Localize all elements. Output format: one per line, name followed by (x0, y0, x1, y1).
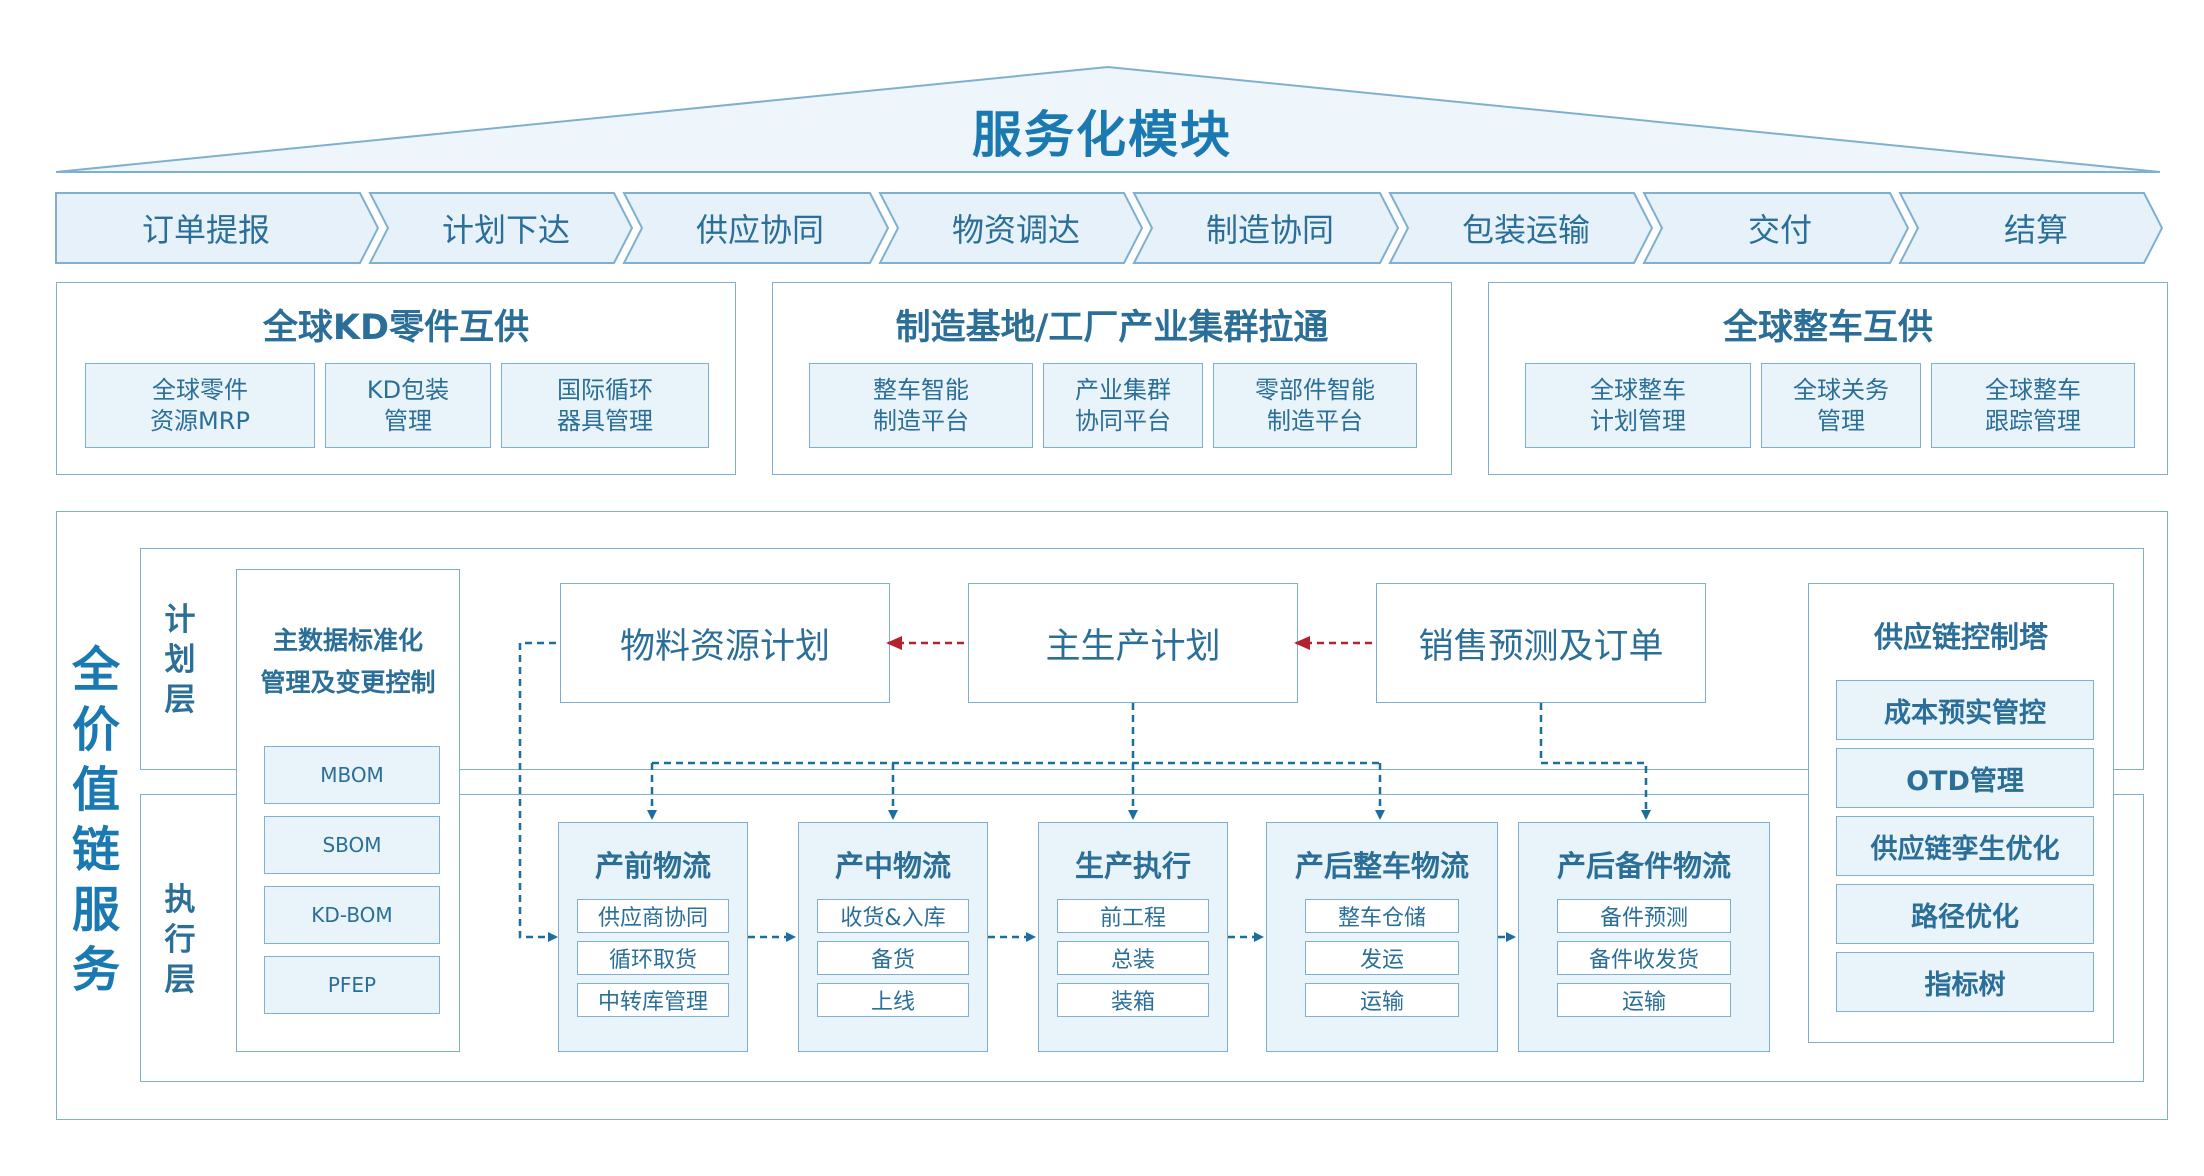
master-data-title: 主数据标准化 管理及变更控制 (260, 626, 436, 697)
step-manufacturing-collab: 制造协同 (1205, 211, 1334, 249)
module-global-kd-parts: 全球KD零件互供 全球零件 资源MRP KD包装 管理 国际循环 器具管理 (56, 282, 736, 475)
exec-sub-item: 总装 (1057, 941, 1209, 975)
exec-title: 产前物流 (594, 849, 711, 883)
exec-title: 产中物流 (834, 849, 951, 883)
tower-item-kpi-tree: 指标树 (1836, 952, 2094, 1012)
plan-master-production: 主生产计划 (968, 583, 1298, 703)
step-material-dispatch: 物资调达 (951, 211, 1080, 249)
exec-sub-item: 供应商协同 (577, 899, 729, 933)
exec-sub-item: 前工程 (1057, 899, 1209, 933)
exec-post-production-vehicle-logistics: 产后整车物流 整车仓储 发运 运输 (1266, 822, 1498, 1052)
step-delivery: 交付 (1747, 211, 1812, 249)
process-flow (55, 192, 2164, 264)
control-tower-title: 供应链控制塔 (1873, 620, 2048, 654)
exec-sub-item: 备件收发货 (1557, 941, 1731, 975)
step-chevron (368, 192, 634, 264)
bom-item-pfep: PFEP (264, 956, 440, 1014)
exec-sub-item: 中转库管理 (577, 983, 729, 1017)
tower-item-cost-control: 成本预实管控 (1836, 680, 2094, 740)
step-chevron (55, 192, 380, 264)
step-chevron (622, 192, 890, 264)
step-chevron (1642, 192, 1910, 264)
exec-title: 产后备件物流 (1556, 849, 1731, 883)
exec-sub-item: 运输 (1305, 983, 1459, 1017)
module-item: 零部件智能 制造平台 (1213, 363, 1417, 448)
exec-title: 产后整车物流 (1294, 849, 1469, 883)
module-item: 产业集群 协同平台 (1043, 363, 1203, 448)
exec-sub-item: 收货&入库 (817, 899, 969, 933)
module-item: 整车智能 制造平台 (809, 363, 1033, 448)
module-title: 全球整车互供 (1722, 308, 1933, 348)
exec-sub-item: 循环取货 (577, 941, 729, 975)
tower-item-route-optimization: 路径优化 (1836, 884, 2094, 944)
bom-item-mbom: MBOM (264, 746, 440, 804)
roof-title: 服务化模块 (972, 106, 1232, 164)
tower-item-digital-twin: 供应链孪生优化 (1836, 816, 2094, 876)
module-item: 全球零件 资源MRP (85, 363, 315, 448)
exec-production-execution: 生产执行 前工程 总装 装箱 (1038, 822, 1228, 1052)
step-settlement: 结算 (2003, 211, 2068, 249)
step-order-submit: 订单提报 (141, 211, 270, 249)
module-manufacturing-cluster: 制造基地/工厂产业集群拉通 整车智能 制造平台 产业集群 协同平台 零部件智能 … (772, 282, 1452, 475)
step-plan-release: 计划下达 (441, 211, 570, 249)
module-item: 全球整车 跟踪管理 (1931, 363, 2135, 448)
exec-sub-item: 上线 (817, 983, 969, 1017)
plan-sales-forecast: 销售预测及订单 (1376, 583, 1706, 703)
module-item: 国际循环 器具管理 (501, 363, 709, 448)
exec-sub-item: 发运 (1305, 941, 1459, 975)
roof-shape (55, 65, 2161, 173)
step-chevron (1388, 192, 1654, 264)
bom-item-kdbom: KD-BOM (264, 886, 440, 944)
module-title: 制造基地/工厂产业集群拉通 (895, 308, 1329, 348)
module-global-vehicle: 全球整车互供 全球整车 计划管理 全球关务 管理 全球整车 跟踪管理 (1488, 282, 2168, 475)
exec-pre-production-logistics: 产前物流 供应商协同 循环取货 中转库管理 (558, 822, 748, 1052)
module-title: 全球KD零件互供 (262, 308, 530, 348)
exec-title: 生产执行 (1074, 849, 1191, 883)
exec-sub-item: 整车仓储 (1305, 899, 1459, 933)
step-supply-collab: 供应协同 (695, 211, 824, 249)
exec-sub-item: 运输 (1557, 983, 1731, 1017)
exec-sub-item: 装箱 (1057, 983, 1209, 1017)
exec-sub-item: 备件预测 (1557, 899, 1731, 933)
exec-in-production-logistics: 产中物流 收货&入库 备货 上线 (798, 822, 988, 1052)
exec-sub-item: 备货 (817, 941, 969, 975)
step-chevron (1132, 192, 1400, 264)
tower-item-otd: OTD管理 (1836, 748, 2094, 808)
module-item: 全球关务 管理 (1761, 363, 1921, 448)
plan-material-resource: 物料资源计划 (560, 583, 890, 703)
module-item: KD包装 管理 (325, 363, 491, 448)
plan-layer-label: 计划层 (164, 602, 196, 718)
step-chevron (878, 192, 1144, 264)
value-chain-side-label: 全价值链服务 (71, 642, 120, 998)
step-chevron (1898, 192, 2164, 264)
bom-item-sbom: SBOM (264, 816, 440, 874)
exec-layer-label: 执行层 (164, 882, 196, 998)
step-packaging-transport: 包装运输 (1461, 211, 1590, 249)
exec-post-production-parts-logistics: 产后备件物流 备件预测 备件收发货 运输 (1518, 822, 1770, 1052)
module-item: 全球整车 计划管理 (1525, 363, 1751, 448)
